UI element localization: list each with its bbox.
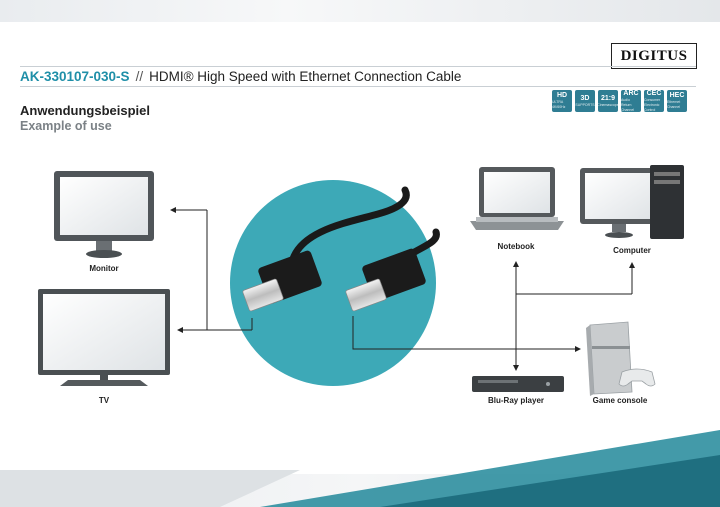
monitor-icon (54, 171, 154, 258)
badge-main: 3D (580, 94, 590, 102)
label-tv: TV (98, 396, 110, 405)
digitus-logo: DIGITUS (611, 43, 697, 69)
connection-lines (170, 207, 635, 371)
notebook-icon (470, 167, 564, 230)
badge-sub: Cinemascope (597, 102, 619, 107)
badge-sub: Audio Return Channel (621, 97, 635, 112)
badge-sub: SUPPORTS (575, 102, 595, 107)
header-top-rule (20, 66, 696, 67)
badge-main: 21:9 (600, 94, 615, 102)
badge-sub: ULTRA 4K/60Hz (552, 100, 566, 109)
computer-icon (580, 165, 684, 239)
section-heading-de: Anwendungsbeispiel (20, 103, 151, 118)
game-console-icon (586, 321, 656, 396)
product-code: AK-330107-030-S (20, 69, 130, 84)
hdmi-plug-left (242, 250, 322, 312)
badge-main: ARC (623, 89, 639, 97)
page-title: AK-330107-030-S // HDMI® High Speed with E… (20, 69, 461, 84)
badge-main: HD (556, 92, 568, 99)
label-game-console: Game console (592, 396, 648, 405)
label-bluray: Blu-Ray player (487, 396, 545, 405)
header-bottom-rule (20, 86, 696, 87)
badge-main: CEC (646, 89, 662, 97)
badge-sub: Ethernet Channel (667, 100, 681, 109)
teal-circle (230, 180, 436, 386)
label-notebook: Notebook (497, 242, 535, 251)
tv-icon (38, 289, 170, 386)
product-title: HDMI® High Speed with Ethernet Connectio… (149, 69, 462, 84)
hdmi-plug-right (345, 248, 426, 312)
label-monitor: Monitor (89, 264, 119, 273)
bluray-player-icon (472, 376, 564, 392)
badge-main: HEC (669, 92, 685, 99)
badge-sub: Consumer Electronic Control (644, 97, 661, 112)
section-heading-en: Example of use (20, 119, 112, 133)
cable-illustration (230, 180, 440, 386)
label-computer: Computer (613, 246, 651, 255)
footer-stripes (0, 430, 720, 507)
top-band (0, 0, 720, 22)
title-separator: // (135, 69, 144, 84)
